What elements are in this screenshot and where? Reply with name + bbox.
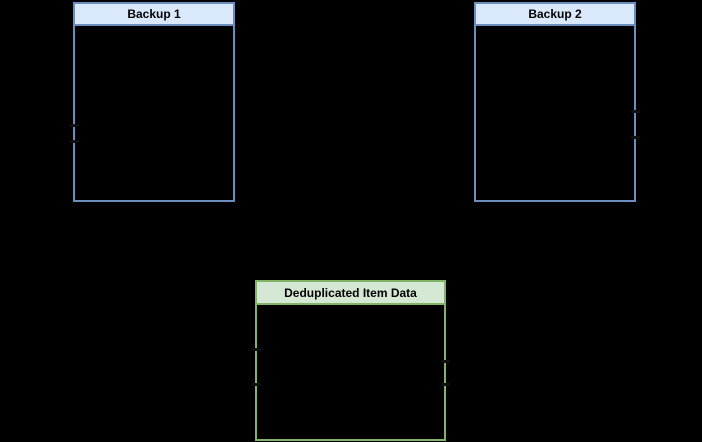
backup2-box: Backup 2: [474, 2, 636, 202]
backup2-header: Backup 2: [476, 4, 634, 26]
edge-crossing-tick: [441, 383, 450, 386]
edge-crossing-tick: [70, 124, 79, 127]
edge-crossing-tick: [441, 360, 450, 363]
edge-crossing-tick: [70, 140, 79, 143]
backup1-box: Backup 1: [73, 2, 235, 202]
edge-crossing-tick: [252, 383, 261, 386]
edge-crossing-tick: [252, 348, 261, 351]
edge-crossing-tick: [631, 110, 640, 113]
edge-crossing-tick: [631, 136, 640, 139]
backup1-header: Backup 1: [75, 4, 233, 26]
deduplicated-item-data-header: Deduplicated Item Data: [257, 282, 444, 305]
backup2-title: Backup 2: [528, 7, 582, 21]
deduplicated-item-data-title: Deduplicated Item Data: [284, 285, 417, 300]
backup1-title: Backup 1: [127, 7, 181, 21]
deduplicated-item-data-box: Deduplicated Item Data: [255, 280, 446, 441]
